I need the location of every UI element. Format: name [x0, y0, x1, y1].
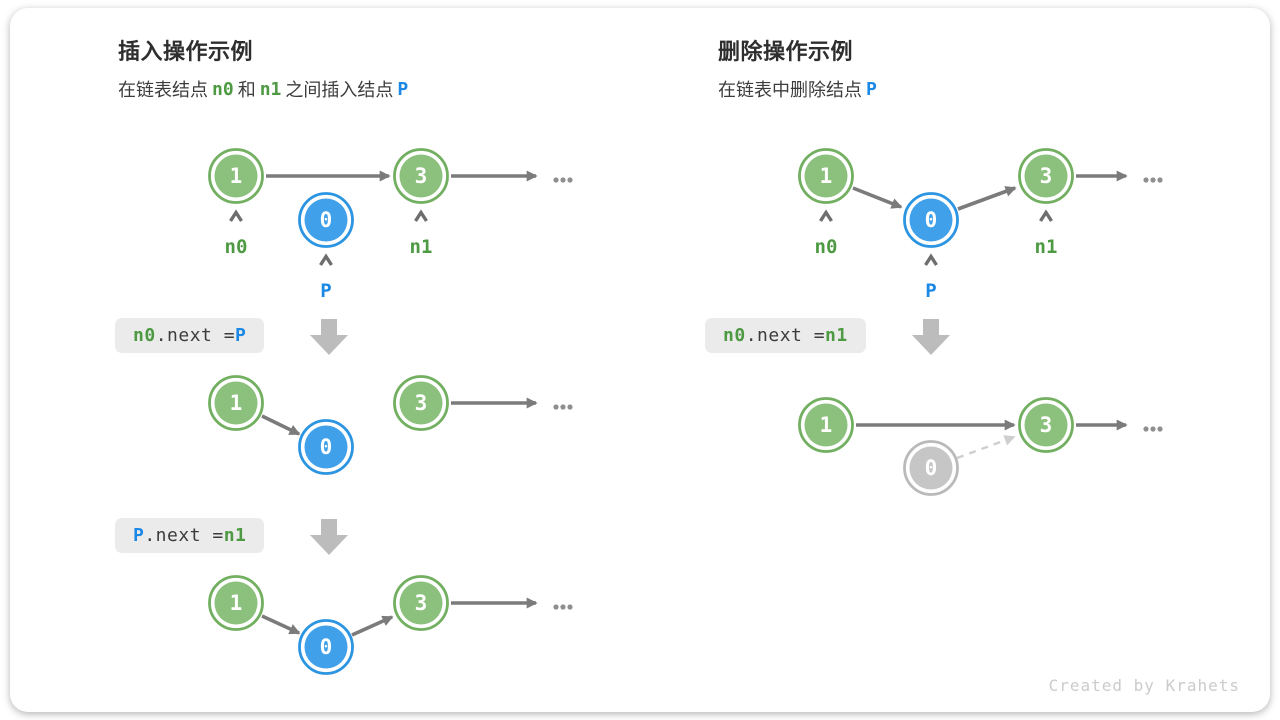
diagram-insert-step1: 1 3 0 [208, 375, 573, 475]
text-part: 和 [237, 80, 256, 100]
down-arrow-icon [912, 319, 950, 355]
link-arrow [852, 186, 903, 209]
ellipsis-dot [1150, 426, 1156, 432]
pointer-label: P [925, 280, 936, 302]
text-part: n1 [223, 525, 247, 546]
node-value: 0 [320, 208, 333, 232]
node-value: 0 [925, 456, 938, 480]
ellipsis-dot [1150, 177, 1156, 183]
ellipsis-dot [553, 177, 559, 183]
node-circle [214, 154, 258, 198]
node-value: 0 [925, 208, 938, 232]
text-part: P [133, 525, 145, 546]
node-value: 0 [320, 635, 333, 659]
node-circle [304, 625, 348, 669]
ellipsis-dot [560, 604, 566, 610]
node-value: 3 [1040, 164, 1053, 188]
node-circle [214, 581, 258, 625]
node-circle [804, 403, 848, 447]
pointer-label: n1 [1035, 236, 1058, 258]
node-value: 3 [415, 591, 428, 615]
code-n0-next-p: n0.next = P [115, 318, 265, 353]
node-circle [399, 581, 443, 625]
link-arrow [351, 615, 394, 637]
pointer-label: n0 [815, 236, 838, 258]
ellipsis-dot [1157, 177, 1163, 183]
node-circle [909, 198, 953, 242]
node-value: 1 [820, 413, 833, 437]
text-part: P [397, 78, 409, 100]
pointer-caret-icon [414, 209, 428, 222]
node-circle [1024, 403, 1068, 447]
pointer-label: P [320, 280, 331, 302]
node-value: 1 [230, 391, 243, 415]
text-part: 在链表结点 [118, 80, 208, 100]
node-circle [909, 446, 953, 490]
node-value: 3 [415, 391, 428, 415]
code-p-next-n1: P.next = n1 [115, 518, 265, 553]
ellipsis-dot [553, 404, 559, 410]
text-part: P [235, 325, 247, 346]
pointer-caret-icon [229, 209, 243, 222]
link-arrow [957, 186, 1017, 211]
text-part: n0 [723, 325, 746, 346]
text-part: n0 [212, 78, 234, 100]
text-part: .next = [155, 325, 236, 346]
pointer-label: n1 [410, 236, 433, 258]
code-n0-next-n1: n0.next = n1 [705, 318, 866, 353]
pointer-caret-icon [819, 209, 833, 222]
ellipsis-dot [567, 404, 573, 410]
node-value: 0 [320, 435, 333, 459]
delete-panel-title: 删除操作示例 [718, 39, 854, 64]
text-part: 之间插入结点 [285, 80, 394, 100]
diagram-delete-step1: 1 3 0 [798, 397, 1163, 496]
ellipsis-dot [1143, 426, 1149, 432]
down-arrow-icon [310, 519, 348, 555]
insert-panel-title: 插入操作示例 [118, 39, 254, 64]
ellipsis-dot [567, 604, 573, 610]
text-part: n1 [259, 78, 282, 100]
node-value: 3 [1040, 413, 1053, 437]
text-part: P [866, 78, 877, 100]
node-value: 1 [230, 591, 243, 615]
pointer-caret-icon [924, 253, 938, 266]
text-part: n1 [825, 325, 848, 346]
ellipsis-dot [560, 404, 566, 410]
diagram-insert-step2: 1 3 0 [208, 575, 573, 675]
text-part: .next = [745, 325, 826, 346]
credit-text: Created by Krahets [1048, 676, 1240, 695]
ellipsis-dot [560, 177, 566, 183]
link-arrow [261, 414, 301, 436]
node-circle [399, 154, 443, 198]
node-circle [214, 381, 258, 425]
ellipsis-dot [567, 177, 573, 183]
ellipsis-dot [1143, 177, 1149, 183]
pointer-label: n0 [225, 236, 248, 258]
diagram-delete-step0: 1 3 0 n0 n1P [798, 148, 1163, 302]
dashed-link-arrow [956, 435, 1016, 460]
node-value: 1 [820, 164, 833, 188]
down-arrow-icon [310, 319, 348, 355]
ellipsis-dot [553, 604, 559, 610]
pointer-caret-icon [319, 253, 333, 266]
node-circle [304, 425, 348, 469]
node-circle [1024, 154, 1068, 198]
node-circle [399, 381, 443, 425]
node-value: 1 [230, 164, 243, 188]
ellipsis-dot [1157, 426, 1163, 432]
text-part: 在链表中删除结点 [718, 80, 862, 100]
node-circle [804, 154, 848, 198]
text-part: .next = [144, 525, 224, 546]
node-circle [304, 198, 348, 242]
diagram-insert-step0: 1 3 0 n0 n1P [208, 148, 573, 302]
link-arrow [261, 614, 301, 635]
node-value: 3 [415, 164, 428, 188]
pointer-caret-icon [1039, 209, 1053, 222]
text-part: n0 [133, 325, 156, 346]
